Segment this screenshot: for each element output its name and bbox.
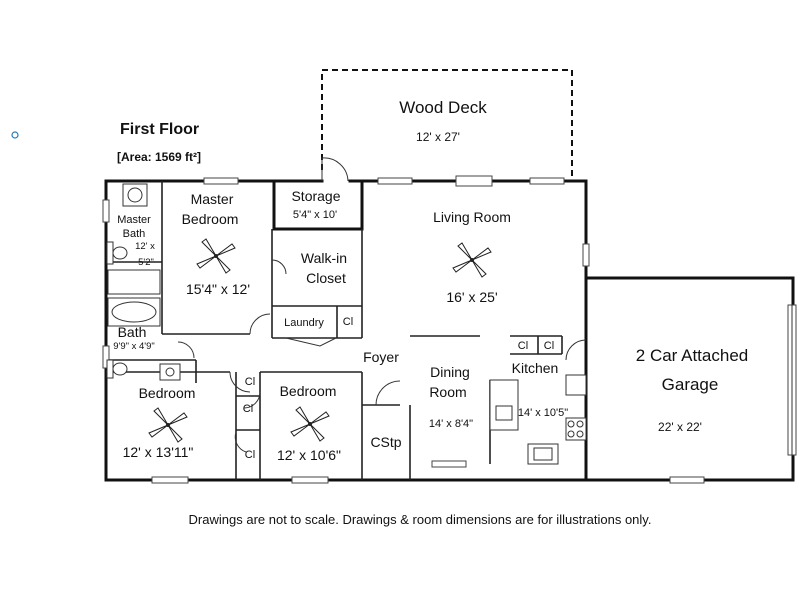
cstp-label: CStp — [370, 434, 401, 450]
bedroom-2-label: Bedroom — [280, 383, 337, 399]
bedroom-1-dim: 12' x 13'11" — [123, 444, 194, 460]
closet-label-bed-3: Cl — [245, 449, 255, 461]
master-bath-label-2: Bath — [123, 228, 146, 240]
master-bedroom-label-1: Master — [191, 191, 234, 207]
garage-label-2: Garage — [662, 375, 719, 394]
bath-dim: 9'9" x 4'9" — [113, 341, 155, 352]
foyer-label: Foyer — [363, 349, 399, 365]
storage-dim: 5'4" x 10' — [293, 209, 337, 221]
wood-deck — [321, 69, 573, 180]
wood-deck-label: Wood Deck — [399, 98, 487, 117]
closet-label-bed-1: Cl — [245, 376, 255, 388]
master-bedroom-label-2: Bedroom — [182, 211, 239, 227]
floor-title: First Floor — [120, 121, 199, 138]
master-bath-dim-2: 5'2" — [138, 257, 154, 268]
ceiling-fans — [148, 238, 492, 443]
bath-label: Bath — [118, 324, 147, 340]
dining-room-label-1: Dining — [430, 364, 470, 380]
kitchen-dim: 14' x 10'5" — [518, 407, 568, 419]
bedroom-2-dim: 12' x 10'6" — [277, 447, 341, 463]
wood-deck-dim: 12' x 27' — [416, 130, 460, 144]
disclaimer: Drawings are not to scale. Drawings & ro… — [189, 512, 652, 527]
kitchen-fixtures — [489, 374, 587, 465]
dining-room-label-2: Room — [429, 384, 466, 400]
bedroom-1-label: Bedroom — [139, 385, 196, 401]
master-bath-label-1: Master — [117, 214, 151, 226]
windows — [102, 175, 797, 484]
closet-label-bed-2: Cl — [243, 403, 253, 415]
bath-fixtures — [106, 183, 181, 381]
floor-area: [Area: 1569 ft²] — [117, 150, 201, 164]
living-room-label: Living Room — [433, 209, 511, 225]
living-room-dim: 16' x 25' — [446, 289, 497, 305]
storage-room — [272, 157, 364, 231]
garage-dim: 22' x 22' — [658, 420, 702, 434]
laundry-label: Laundry — [284, 317, 324, 329]
closet-label-laundry: Cl — [343, 316, 353, 328]
marker-dot — [11, 131, 19, 139]
door-swings — [177, 259, 587, 453]
storage-label: Storage — [291, 188, 340, 204]
interior-walls — [106, 181, 563, 480]
dining-room-dim: 14' x 8'4" — [429, 418, 473, 430]
closet-label-kitchen-1: Cl — [518, 340, 528, 352]
master-bedroom-dim: 15'4" x 12' — [186, 281, 250, 297]
kitchen-label: Kitchen — [512, 360, 559, 376]
garage-label-1: 2 Car Attached — [636, 346, 748, 365]
master-bath-dim-1: 12' x — [135, 241, 155, 252]
walkin-closet-label-2: Closet — [306, 270, 346, 286]
walkin-closet-label-1: Walk-in — [301, 250, 347, 266]
closet-label-kitchen-2: Cl — [544, 340, 554, 352]
